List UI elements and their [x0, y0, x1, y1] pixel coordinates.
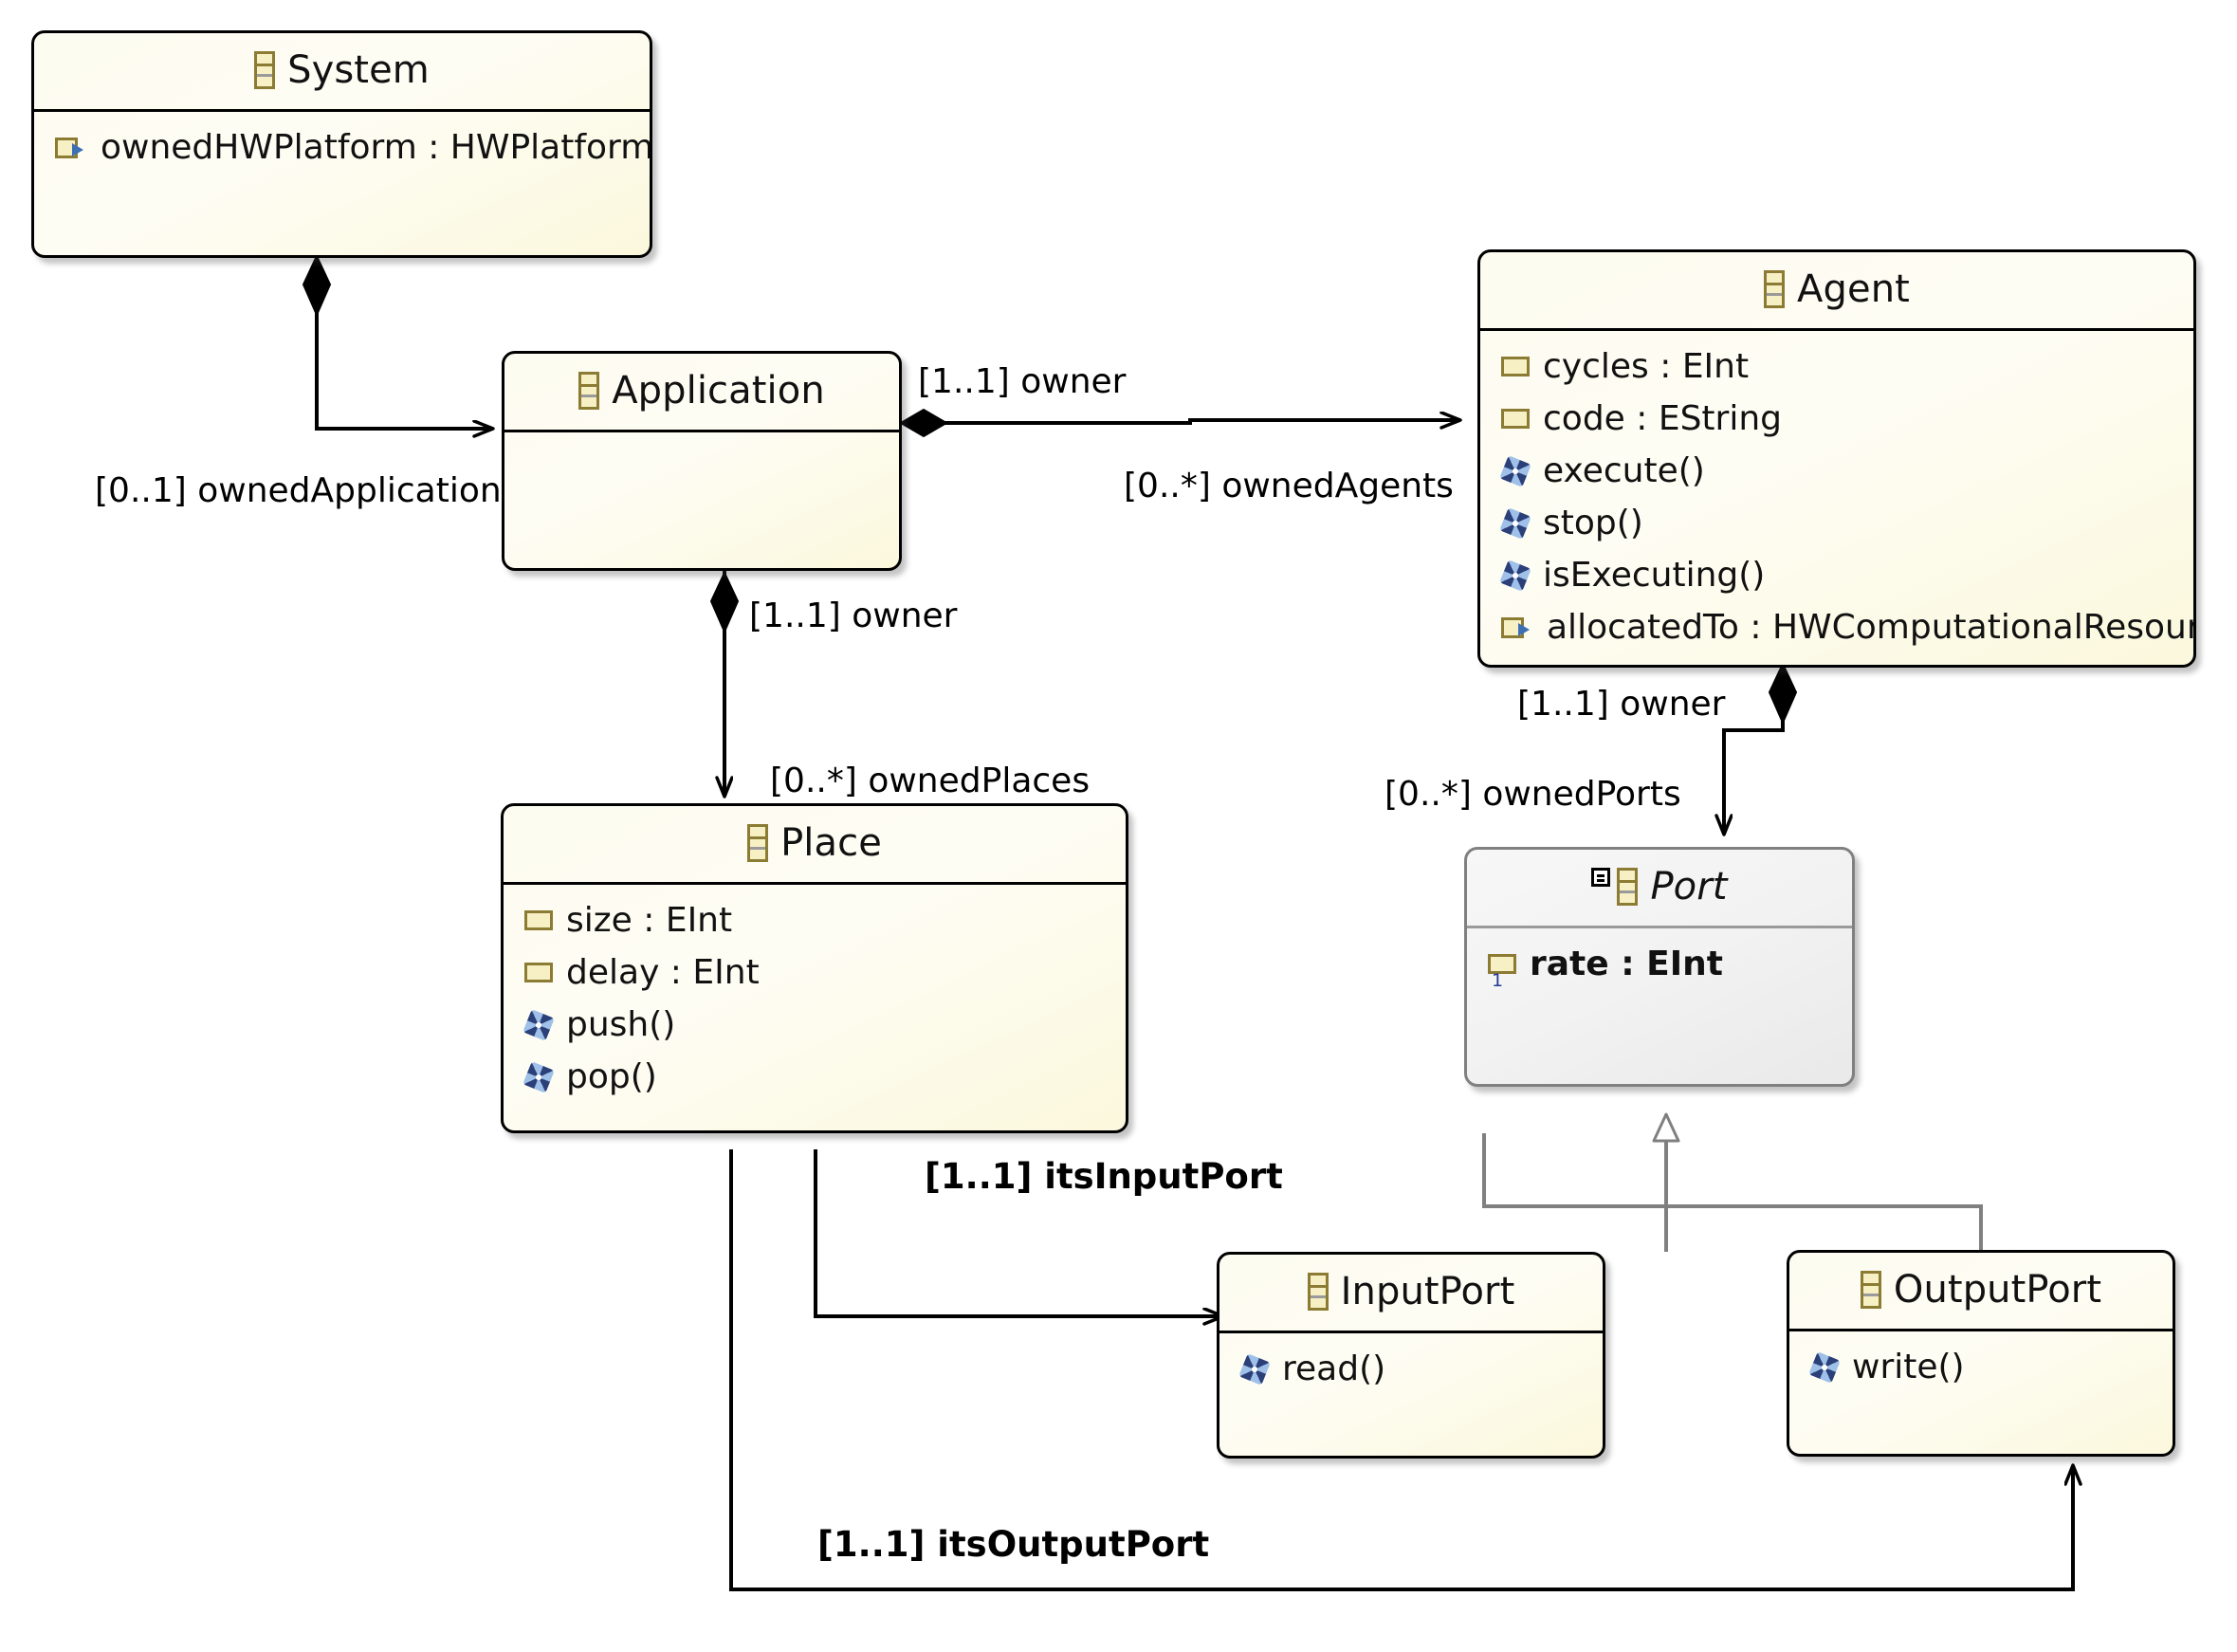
class-box-place[interactable]: Place size : EInt delay : EInt push() po… [501, 803, 1128, 1133]
operation-icon [1810, 1353, 1839, 1382]
edge-label-owned-places: [0..*] ownedPlaces [770, 762, 1091, 800]
edge-label-agent-owner: [1..1] owner [918, 362, 1127, 401]
edge-label-owned-agents: [0..*] ownedAgents [1124, 467, 1454, 505]
class-member[interactable]: push() [504, 999, 1126, 1051]
class-member[interactable]: stop() [1480, 497, 2193, 549]
class-title-system: System [287, 48, 430, 92]
edge-label-its-input-port: [1..1] itsInputPort [925, 1156, 1283, 1197]
edge-owned-agents [899, 408, 1460, 438]
class-member-label: write() [1852, 1347, 1965, 1386]
class-body-place: size : EInt delay : EInt push() pop() [504, 885, 1126, 1103]
class-member-label: push() [566, 1004, 676, 1044]
class-member[interactable]: pop() [504, 1051, 1126, 1103]
class-member[interactable]: execute() [1480, 445, 2193, 497]
edge-label-owned-application: [0..1] ownedApplication [95, 471, 502, 510]
class-member-label: pop() [566, 1056, 657, 1096]
operation-icon [524, 1011, 553, 1039]
class-body-system: ownedHWPlatform : HWPlatform [34, 112, 650, 174]
edge-owned-ports [1724, 661, 1798, 835]
class-icon [578, 372, 600, 410]
class-member[interactable]: code : EString [1480, 393, 2193, 445]
attribute-one-icon [1488, 954, 1516, 990]
abstract-marker-icon [1591, 868, 1611, 887]
class-member[interactable]: rate : EInt [1467, 938, 1852, 990]
class-title-outputport: OutputPort [1893, 1268, 2102, 1312]
class-body-application [504, 432, 899, 442]
class-icon [254, 51, 276, 89]
class-member[interactable]: cycles : EInt [1480, 340, 2193, 393]
class-box-application[interactable]: Application [502, 351, 902, 571]
class-body-outputport: write() [1789, 1331, 2173, 1393]
class-body-inputport: read() [1219, 1333, 1603, 1395]
class-header-application: Application [504, 354, 899, 432]
class-header-inputport: InputPort [1219, 1255, 1603, 1333]
edge-label-port-owner: [1..1] owner [1517, 685, 1726, 724]
class-member-label: allocatedTo : HWComputationalResource [1547, 607, 2196, 647]
class-icon [1617, 868, 1639, 906]
class-member-label: cycles : EInt [1543, 346, 1750, 386]
operation-icon [1501, 509, 1530, 538]
class-member[interactable]: read() [1219, 1343, 1603, 1395]
attribute-icon [1501, 357, 1530, 376]
class-member[interactable]: write() [1789, 1341, 2173, 1393]
class-body-agent: cycles : EInt code : EString execute() s… [1480, 331, 2193, 653]
class-header-system: System [34, 33, 650, 112]
class-header-port: Port [1467, 850, 1852, 928]
class-header-agent: Agent [1480, 252, 2193, 331]
class-member[interactable]: ownedHWPlatform : HWPlatform [34, 121, 650, 174]
edge-label-place-owner: [1..1] owner [749, 597, 958, 635]
reference-icon [1501, 616, 1533, 638]
class-member-label: isExecuting() [1543, 555, 1766, 595]
class-icon [1860, 1271, 1881, 1309]
class-title-place: Place [780, 821, 882, 865]
class-title-application: Application [612, 369, 825, 413]
class-title-inputport: InputPort [1340, 1270, 1515, 1313]
class-member[interactable]: isExecuting() [1480, 549, 2193, 601]
class-member[interactable]: size : EInt [504, 894, 1126, 946]
edge-generalization-ports [1482, 1112, 1983, 1252]
class-icon [1764, 270, 1786, 308]
class-icon [747, 824, 769, 862]
operation-icon [1240, 1355, 1269, 1384]
class-member-label: stop() [1543, 503, 1643, 542]
operation-icon [1501, 561, 1530, 590]
class-box-outputport[interactable]: OutputPort write() [1787, 1250, 2175, 1457]
class-box-system[interactable]: System ownedHWPlatform : HWPlatform [31, 30, 652, 258]
edge-label-its-output-port: [1..1] itsOutputPort [817, 1524, 1210, 1565]
operation-icon [524, 1063, 553, 1092]
class-member-label: size : EInt [566, 900, 733, 940]
edge-owned-places [709, 569, 740, 797]
attribute-icon [524, 963, 553, 982]
class-header-place: Place [504, 806, 1126, 885]
attribute-icon [524, 910, 553, 930]
class-member-label: rate : EInt [1530, 944, 1723, 983]
class-box-port[interactable]: Port rate : EInt [1464, 847, 1855, 1087]
edge-owned-application [302, 243, 493, 429]
class-member-label: ownedHWPlatform : HWPlatform [101, 127, 652, 167]
class-member-label: execute() [1543, 450, 1705, 490]
class-member-label: code : EString [1543, 398, 1783, 438]
class-member-label: read() [1282, 1349, 1386, 1388]
attribute-icon [1501, 409, 1530, 429]
class-icon [1307, 1273, 1329, 1311]
class-header-outputport: OutputPort [1789, 1253, 2173, 1331]
reference-icon [55, 137, 87, 158]
class-body-port: rate : EInt [1467, 928, 1852, 990]
class-member-label: delay : EInt [566, 952, 760, 992]
class-title-agent: Agent [1797, 267, 1910, 311]
class-title-port: Port [1650, 865, 1728, 909]
class-box-agent[interactable]: Agent cycles : EInt code : EString execu… [1477, 249, 2196, 668]
operation-icon [1501, 457, 1530, 486]
class-member[interactable]: delay : EInt [504, 946, 1126, 999]
class-member[interactable]: allocatedTo : HWComputationalResource [1480, 601, 2193, 653]
edge-label-owned-ports: [0..*] ownedPorts [1384, 775, 1681, 814]
class-box-inputport[interactable]: InputPort read() [1217, 1252, 1605, 1459]
